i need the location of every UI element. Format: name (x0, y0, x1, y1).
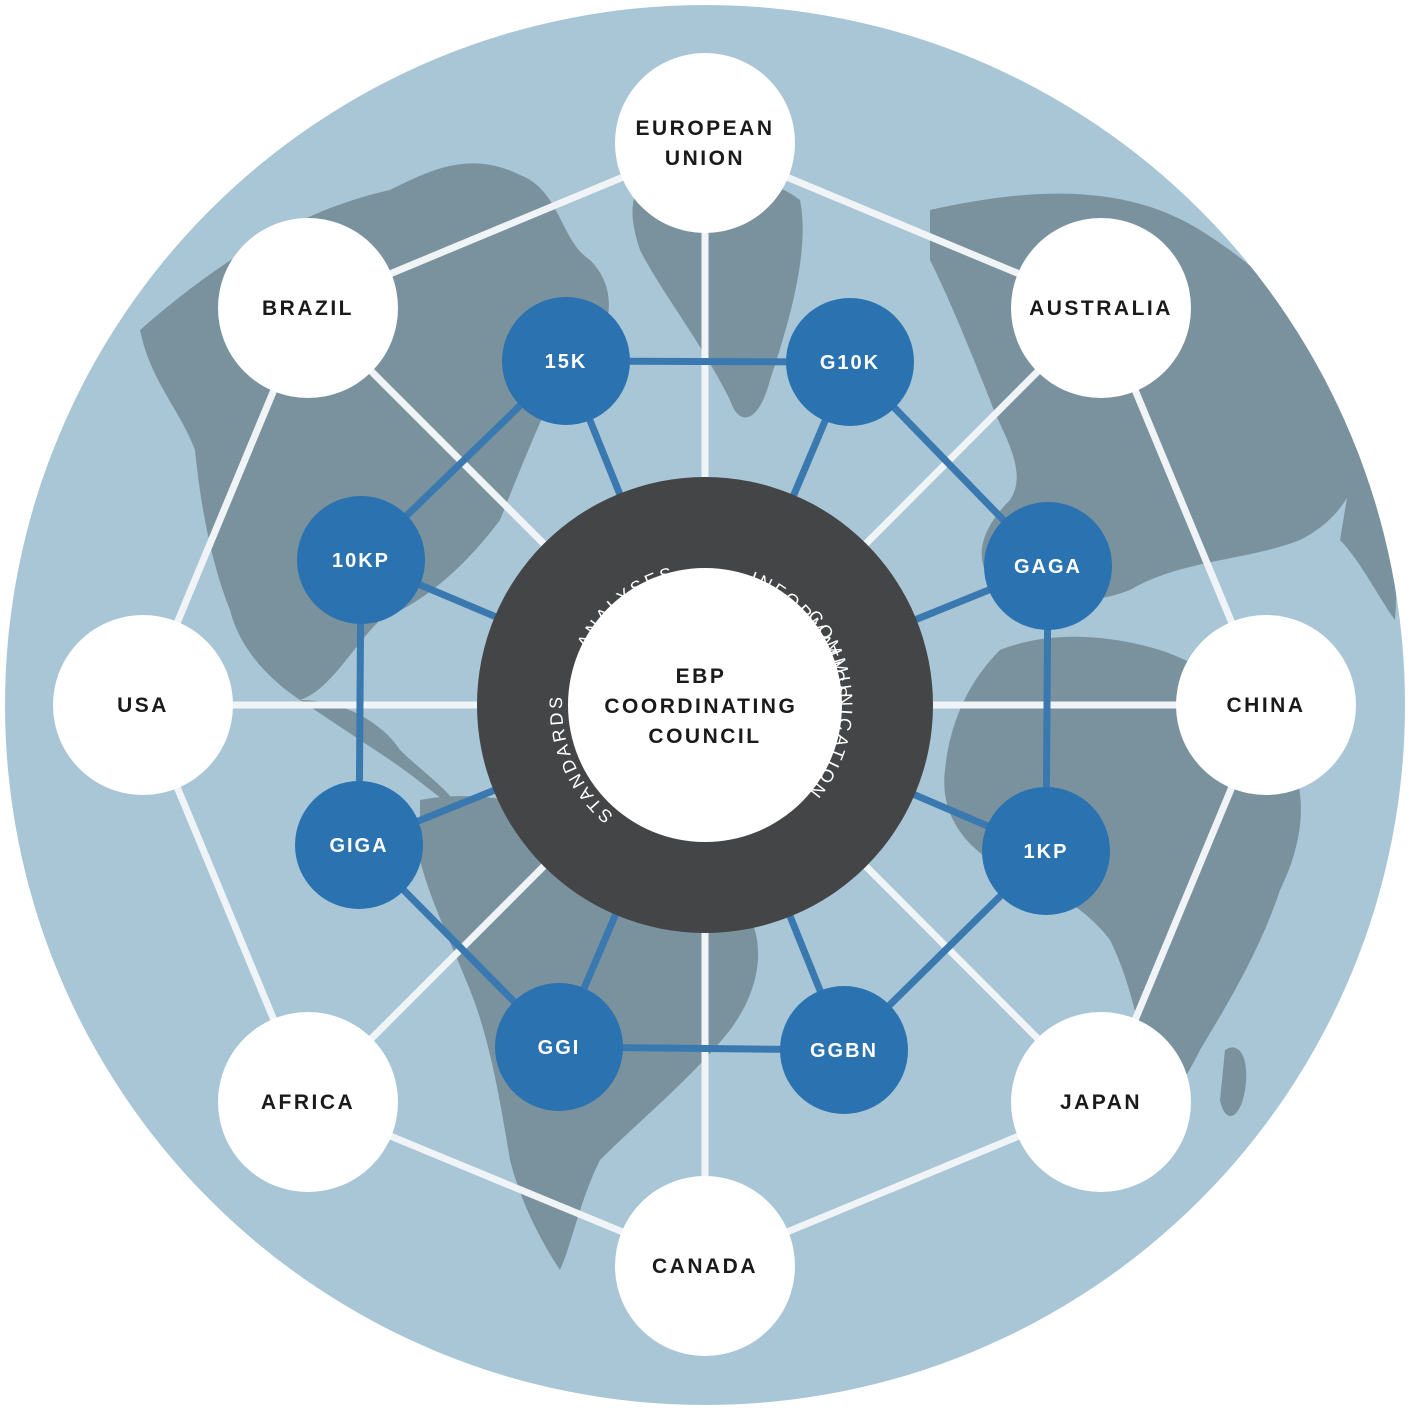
country-circle (53, 615, 233, 795)
country-label: EUROPEAN UNION (635, 117, 774, 170)
project-label: GGI (538, 1037, 581, 1059)
project-node-giga: GIGA (295, 781, 423, 909)
country-circle (1011, 218, 1191, 398)
country-label: BRAZIL (262, 297, 354, 320)
country-label-line: AUSTRALIA (1029, 297, 1173, 320)
country-node-brazil: BRAZIL (218, 218, 398, 398)
country-nodes: EUROPEAN UNION AUSTRALIA CHINA JAPAN CANADA AF… (53, 53, 1356, 1356)
project-circle (984, 502, 1112, 630)
council-title: EBP COORDINATING COUNCIL (604, 665, 805, 748)
council-disc (568, 568, 842, 842)
project-label: 10KP (332, 550, 390, 572)
country-label: CANADA (652, 1255, 758, 1278)
country-label: CHINA (1227, 694, 1306, 717)
country-node-european-union: EUROPEAN UNION (615, 53, 795, 233)
project-circle (786, 298, 914, 426)
country-node-australia: AUSTRALIA (1011, 218, 1191, 398)
project-node-15k: 15K (502, 297, 630, 425)
project-label: 1KP (1024, 841, 1069, 863)
country-circle (615, 53, 795, 233)
project-circle (295, 781, 423, 909)
project-label: GAGA (1014, 556, 1082, 578)
country-circle (218, 218, 398, 398)
council-title-line-1: EBP (676, 665, 726, 688)
country-node-canada: CANADA (615, 1176, 795, 1356)
project-label: GGBN (810, 1040, 878, 1062)
country-label-line: CHINA (1227, 694, 1306, 717)
project-node-gaga: GAGA (984, 502, 1112, 630)
project-label: GIGA (329, 835, 388, 857)
project-circle (297, 496, 425, 624)
project-node-ggbn: GGBN (780, 986, 908, 1114)
country-label-line: CANADA (652, 1255, 758, 1278)
project-circle (495, 983, 623, 1111)
country-circle (1011, 1012, 1191, 1192)
country-label-line: BRAZIL (262, 297, 354, 320)
country-label-line: UNION (665, 147, 745, 170)
project-label: G10K (820, 352, 880, 374)
country-node-japan: JAPAN (1011, 1012, 1191, 1192)
country-label-line: JAPAN (1060, 1091, 1142, 1114)
country-label: AFRICA (261, 1091, 355, 1114)
country-label: AUSTRALIA (1029, 297, 1173, 320)
project-node-g10k: G10K (786, 298, 914, 426)
country-node-usa: USA (53, 615, 233, 795)
project-circle (982, 787, 1110, 915)
country-label-line: USA (117, 694, 169, 717)
project-label: 15K (545, 351, 588, 373)
country-circle (615, 1176, 795, 1356)
project-circle (780, 986, 908, 1114)
project-nodes: 15K G10K GAGA 1KP GGBN GGI GIGA 10KP (295, 297, 1112, 1114)
project-node-10kp: 10KP (297, 496, 425, 624)
country-label: JAPAN (1060, 1091, 1142, 1114)
project-node-1kp: 1KP (982, 787, 1110, 915)
country-label-line: AFRICA (261, 1091, 355, 1114)
country-label: USA (117, 694, 169, 717)
council-title-line-3: COUNCIL (648, 725, 761, 748)
country-circle (218, 1012, 398, 1192)
country-node-china: CHINA (1176, 615, 1356, 795)
project-circle (502, 297, 630, 425)
project-node-ggi: GGI (495, 983, 623, 1111)
council-title-line-2: COORDINATING (604, 695, 797, 718)
country-label-line: EUROPEAN (635, 117, 774, 140)
country-node-africa: AFRICA (218, 1012, 398, 1192)
country-circle (1176, 615, 1356, 795)
